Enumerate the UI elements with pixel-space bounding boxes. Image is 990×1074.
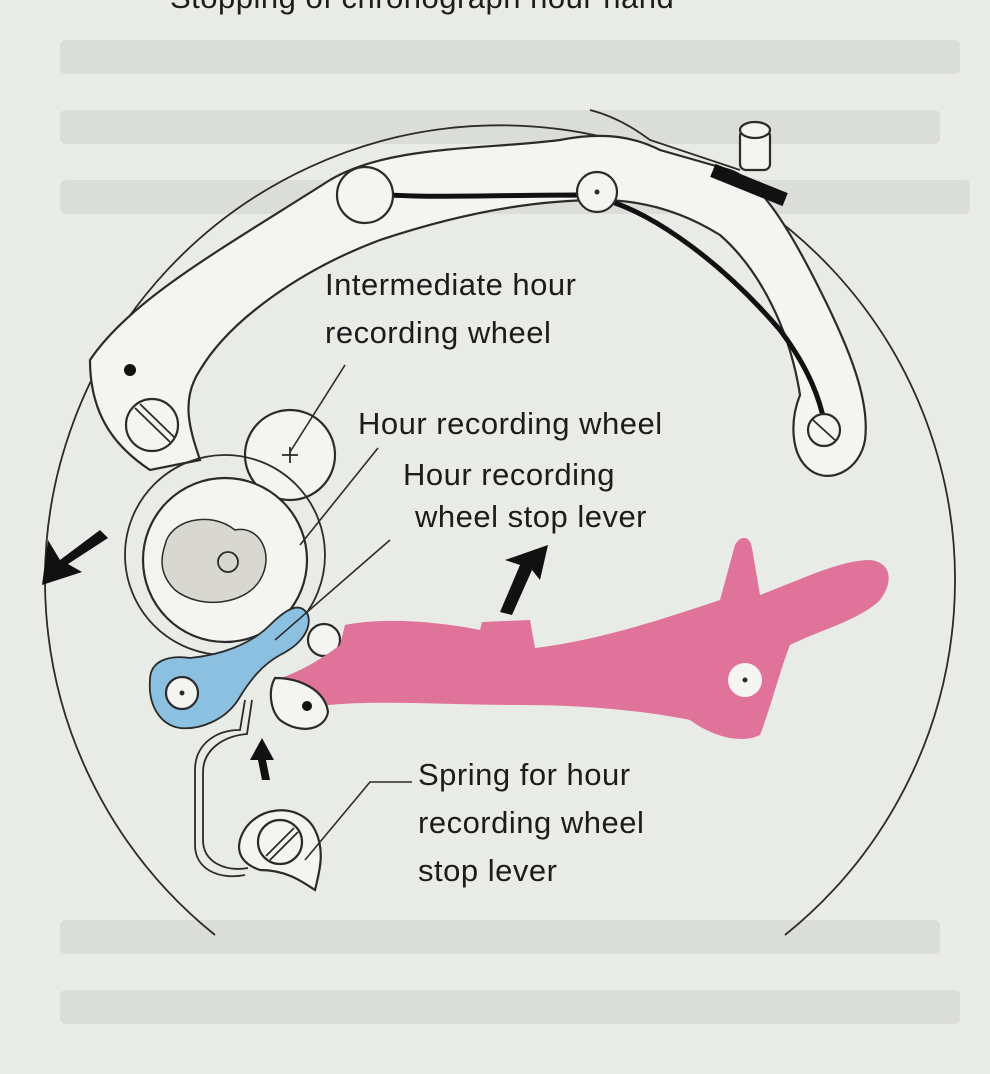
roller <box>306 622 342 658</box>
leader-hour-wheel <box>299 447 379 546</box>
screw-icon <box>806 412 842 448</box>
label-stop-lever-line1: Hour recording <box>403 457 615 492</box>
label-stop-lever-line2: wheel stop lever <box>414 499 647 534</box>
header-title: Stopping of chronograph hour hand <box>170 0 674 15</box>
label-intermediate-line1: Intermediate hour <box>325 267 576 302</box>
label-hour-recording-wheel: Hour recording wheel <box>358 406 663 441</box>
screw-icon <box>124 397 180 453</box>
leader-spring <box>304 781 412 861</box>
direction-arrow-icon <box>500 545 548 615</box>
label-spring-line3: stop lever <box>418 853 557 888</box>
intermediate-hour-recording-wheel <box>243 408 337 502</box>
leader-stop-lever <box>274 539 391 641</box>
stop-lever-spring <box>194 676 330 892</box>
label-spring-line2: recording wheel <box>418 805 644 840</box>
jewel-dot <box>124 364 136 376</box>
leader-intermediate <box>289 364 346 453</box>
label-spring-line1: Spring for hour <box>418 757 631 792</box>
direction-arrow-icon <box>250 738 274 780</box>
pink-control-lever <box>275 537 889 740</box>
movement-outline <box>44 124 956 936</box>
hour-recording-wheel <box>124 454 326 656</box>
label-intermediate-line2: recording wheel <box>325 315 551 350</box>
top-lever-assembly <box>88 109 867 477</box>
direction-arrow-icon <box>42 530 108 585</box>
